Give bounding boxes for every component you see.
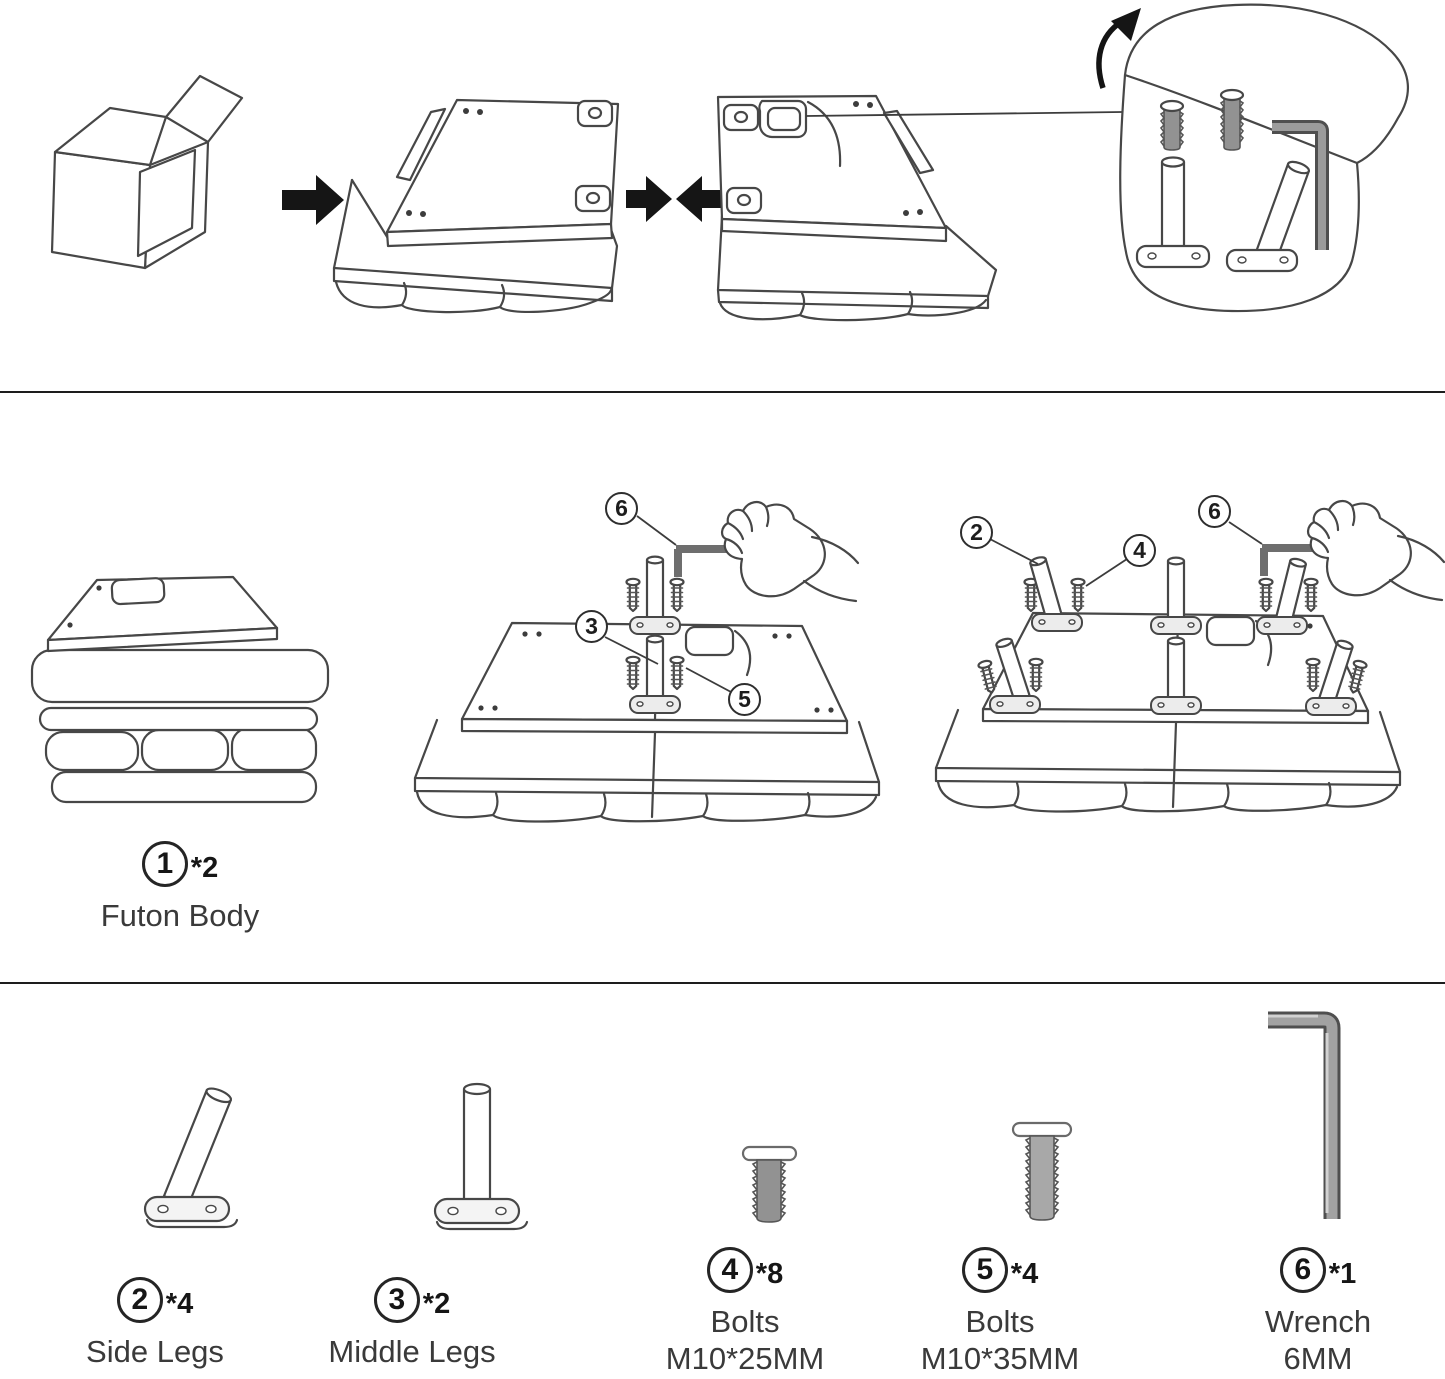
middle-leg-icon — [645, 634, 665, 699]
part-spec: M10*35MM — [920, 1341, 1080, 1376]
part-spec: 6MM — [1283, 1341, 1353, 1376]
allen-wrench-sample — [1272, 120, 1329, 250]
callout-wrench: 6 — [605, 492, 638, 525]
part-label-futon-body: 1 *2 Futon Body — [30, 841, 330, 934]
part-qty: *4 — [165, 1288, 194, 1320]
part-name: Side Legs — [86, 1334, 224, 1369]
bolt-m10x25-icon — [741, 1145, 798, 1223]
section-divider — [0, 391, 1445, 393]
flip-open-arrow-icon — [1096, 8, 1141, 89]
unboxing-row-art — [50, 3, 1410, 322]
wrench-part-icon — [1268, 1011, 1341, 1219]
part-spec: M10*25MM — [665, 1341, 825, 1376]
part-number-badge: 4 — [706, 1247, 753, 1293]
middle-leg-icon — [645, 555, 665, 620]
corner-bracket — [576, 99, 614, 128]
part-qty: *2 — [190, 852, 219, 884]
leg-plate-icon — [629, 695, 681, 714]
callout-bolt-35: 5 — [728, 683, 761, 716]
part-label-middle-legs: 3 *2 Middle Legs — [262, 1277, 562, 1370]
bolt-long-sample — [1219, 88, 1245, 151]
corner-bracket — [722, 103, 760, 132]
bolt-short-sample — [1159, 99, 1185, 151]
futon-body-folded — [30, 575, 330, 804]
part-label-wrench: 6 *1 Wrench 6MM — [1168, 1247, 1445, 1377]
callout-middle-leg: 3 — [575, 610, 608, 643]
part-qty: *4 — [1010, 1258, 1039, 1290]
bolt-icon — [1070, 577, 1086, 613]
part-number-badge: 2 — [116, 1277, 163, 1323]
arrows-push-together-icon — [626, 176, 722, 222]
part-name: Futon Body — [100, 898, 260, 933]
assembly-row-art — [30, 392, 1445, 823]
part-name: Bolts — [710, 1304, 780, 1339]
middle-leg-part-icon — [433, 1082, 529, 1231]
parts-row-art — [143, 1011, 1341, 1231]
part-qty: *8 — [755, 1258, 784, 1290]
side-leg-part-icon — [143, 1087, 239, 1229]
part-badge-row: 5 *4 — [961, 1247, 1039, 1293]
part-badge-row: 4 *8 — [706, 1247, 784, 1293]
part-badge-row: 2 *4 — [116, 1277, 194, 1323]
step-attach-middle-legs — [413, 502, 881, 823]
part-label-bolts-m10x25: 4 *8 Bolts M10*25MM — [595, 1247, 895, 1377]
bolt-icon — [625, 577, 641, 613]
part-badge-row: 3 *2 — [373, 1277, 451, 1323]
part-qty: *1 — [1328, 1258, 1357, 1290]
section-divider — [0, 982, 1445, 984]
step-attach-side-legs — [934, 501, 1444, 813]
leg-plate-icon — [629, 616, 681, 635]
part-number-badge: 1 — [141, 841, 188, 887]
leg-plate-icon — [989, 695, 1041, 714]
futon-half-1 — [332, 98, 620, 314]
part-badge-row: 1 *2 — [141, 841, 219, 887]
side-leg-icon — [1275, 556, 1308, 623]
part-badge-row: 6 *1 — [1279, 1247, 1357, 1293]
hand-with-wrench-icon — [676, 502, 858, 601]
part-qty: *2 — [422, 1288, 451, 1320]
leg-plate-icon — [1150, 616, 1202, 635]
part-name: Wrench — [1264, 1304, 1372, 1339]
part-number-badge: 3 — [373, 1277, 420, 1323]
leg-plate-icon — [1031, 613, 1083, 632]
futon-half-2 — [716, 94, 998, 322]
cardboard-box-icon — [50, 74, 244, 270]
leg-plate-icon — [1150, 696, 1202, 715]
callout-side-leg: 2 — [960, 516, 993, 549]
part-name: Bolts — [965, 1304, 1035, 1339]
bolt-icon — [1303, 577, 1319, 613]
middle-leg-sample — [1135, 156, 1211, 269]
part-number-badge: 6 — [1279, 1247, 1326, 1293]
leg-plate-icon — [1305, 697, 1357, 716]
bolt-m10x35-icon — [1011, 1121, 1073, 1221]
bolt-icon — [1258, 577, 1274, 613]
callout-wrench-2: 6 — [1198, 495, 1231, 528]
middle-leg-icon — [1166, 636, 1186, 701]
bolt-icon — [976, 658, 1000, 696]
part-label-bolts-m10x35: 5 *4 Bolts M10*35MM — [850, 1247, 1150, 1377]
corner-bracket — [574, 184, 612, 213]
side-leg-sample — [1225, 160, 1311, 273]
hardware-detail-bubble — [1096, 3, 1410, 313]
bolt-icon — [669, 577, 685, 613]
middle-leg-icon — [1166, 556, 1186, 621]
arrow-right-icon — [282, 175, 344, 225]
callout-bolt-25: 4 — [1123, 534, 1156, 567]
part-name: Middle Legs — [328, 1334, 496, 1369]
handle-cutout — [758, 99, 842, 168]
part-number-badge: 5 — [961, 1247, 1008, 1293]
leg-plate-icon — [1256, 616, 1308, 635]
detail-leader-line — [805, 111, 1123, 117]
part-label-side-legs: 2 *4 Side Legs — [5, 1277, 305, 1370]
corner-bracket — [725, 186, 763, 215]
